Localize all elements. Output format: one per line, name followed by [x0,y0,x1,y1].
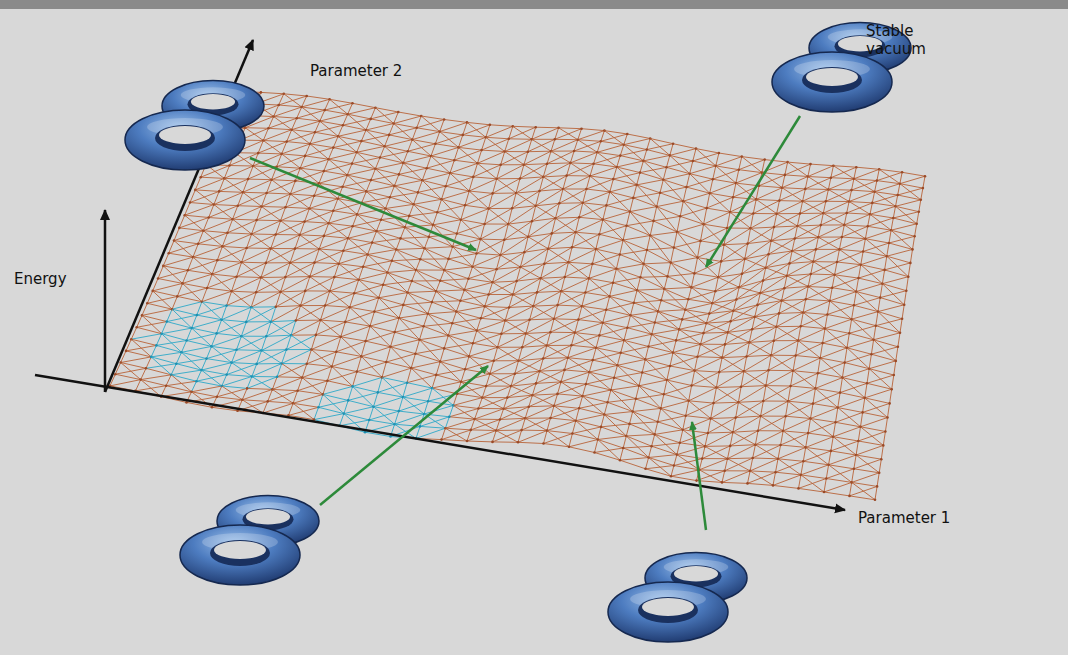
axis-label: Stable vacuum [866,22,938,58]
torus-pairs [125,23,911,643]
top-bar [0,0,1068,9]
axis-label: Parameter 2 [310,62,402,80]
axis-label: Energy [14,270,67,288]
axis-label: Parameter 1 [858,509,950,527]
energy-mesh [109,90,927,501]
pointer-arrows [250,116,800,530]
axes [35,40,845,510]
